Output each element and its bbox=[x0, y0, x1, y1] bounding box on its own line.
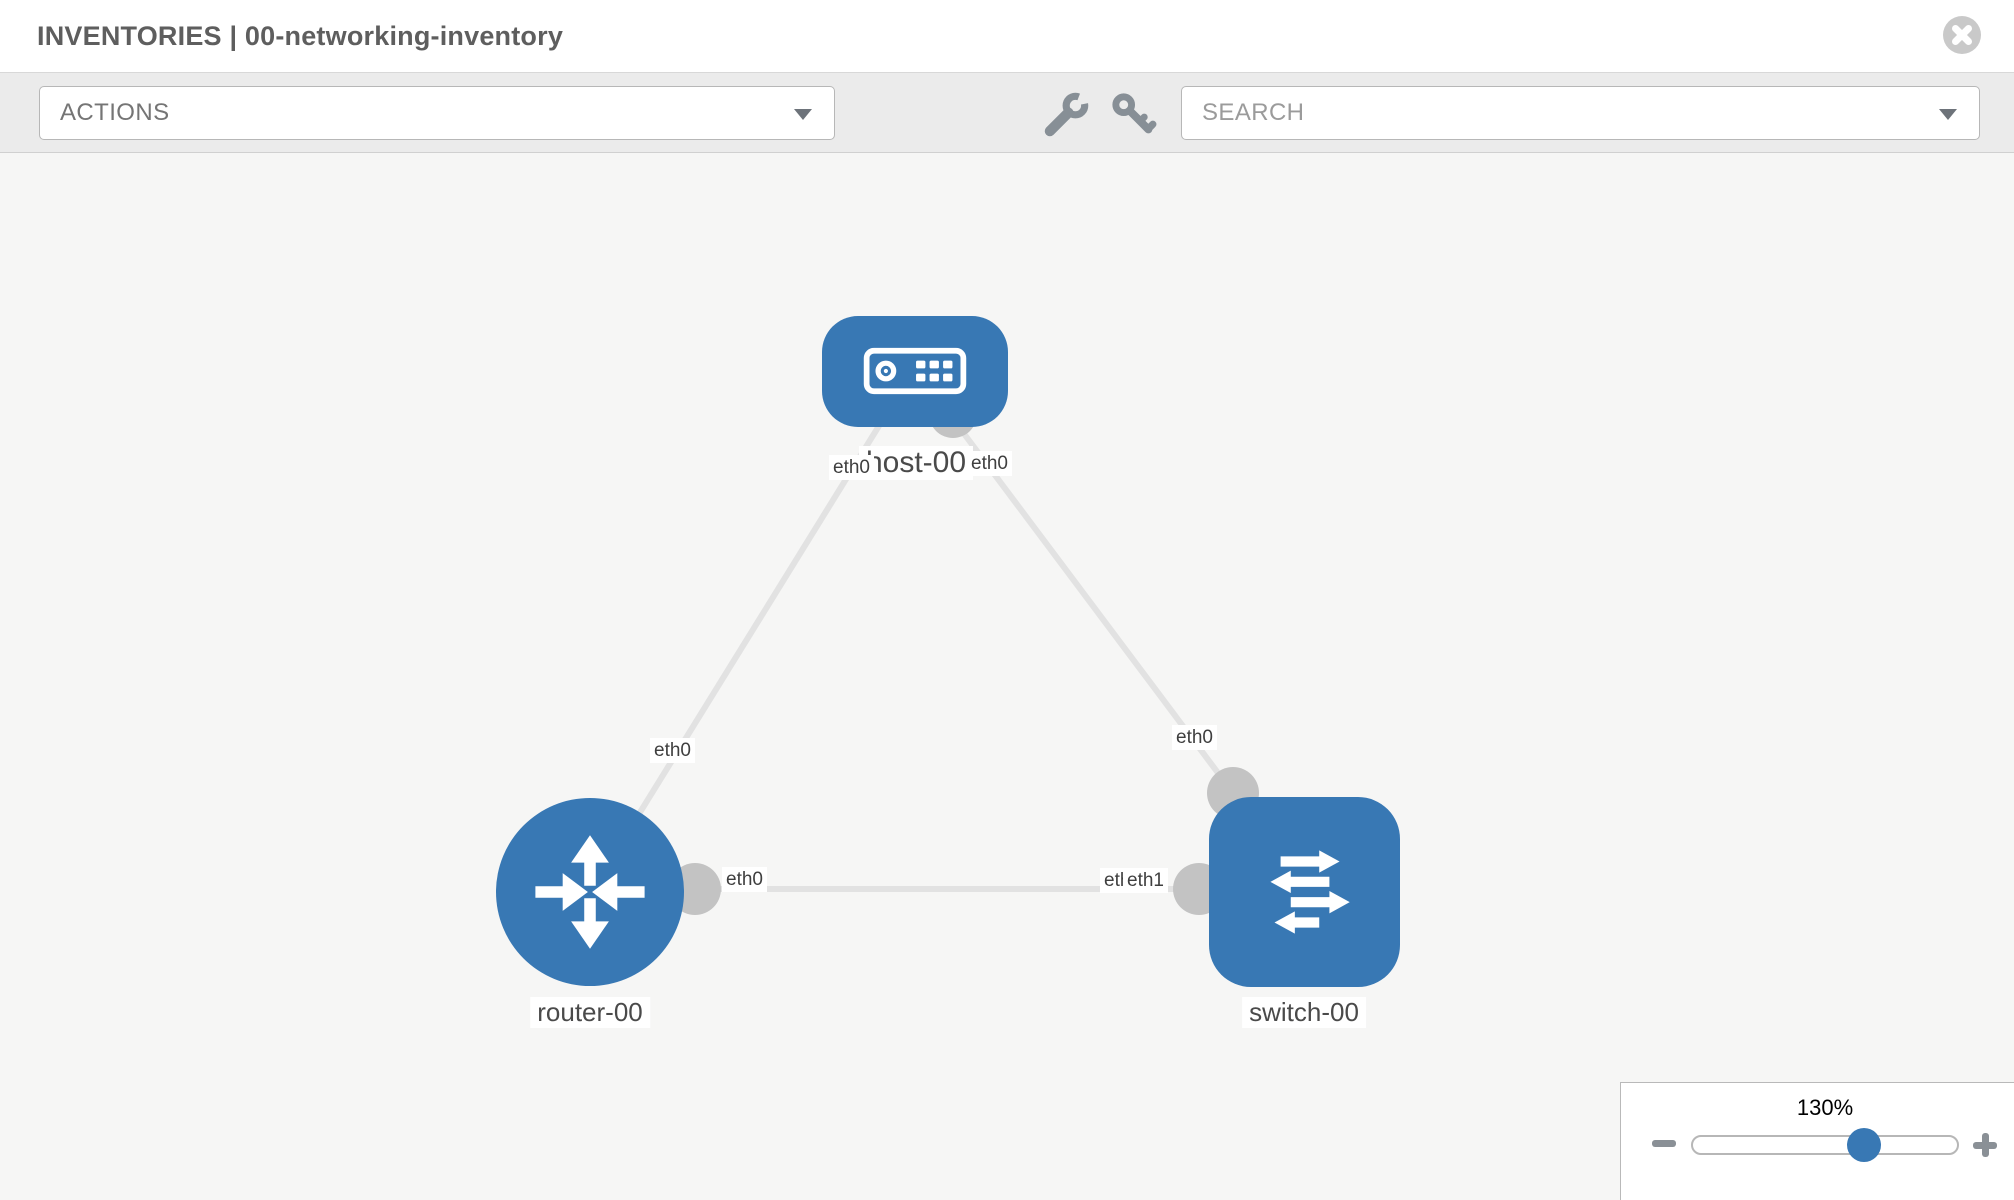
iface-label-host-to-router: eth0 bbox=[829, 455, 874, 480]
titlebar: INVENTORIES | 00-networking-inventory bbox=[0, 0, 2014, 72]
search-dropdown-label: SEARCH bbox=[1202, 99, 1305, 126]
chevron-down-icon bbox=[1939, 109, 1957, 120]
key-icon bbox=[1112, 93, 1157, 134]
iface-label-switch-to-router: eth1 bbox=[1123, 868, 1168, 893]
router-icon bbox=[535, 835, 645, 949]
key-button[interactable] bbox=[1110, 91, 1158, 139]
node-host-00[interactable] bbox=[822, 316, 1008, 427]
zoom-panel: 130% bbox=[1620, 1082, 2014, 1200]
node-router-00[interactable] bbox=[496, 798, 684, 986]
close-icon bbox=[1952, 25, 1972, 45]
topology-canvas[interactable]: host-00 router-00 switch-00 eth0 eth0 et… bbox=[0, 153, 2014, 1200]
zoom-slider[interactable] bbox=[1691, 1135, 1959, 1155]
iface-label-host-to-switch: eth0 bbox=[967, 451, 1012, 476]
search-dropdown[interactable]: SEARCH bbox=[1181, 86, 1980, 140]
iface-label-switch-to-host: eth0 bbox=[1172, 725, 1217, 750]
link-host-router[interactable] bbox=[589, 406, 893, 892]
chevron-down-icon bbox=[794, 109, 812, 120]
actions-dropdown-label: ACTIONS bbox=[60, 99, 170, 126]
zoom-in-button[interactable] bbox=[1973, 1133, 1997, 1157]
node-label-switch-00: switch-00 bbox=[1242, 997, 1366, 1028]
switch-icon bbox=[1270, 850, 1350, 934]
toolbar: ACTIONS SEARCH bbox=[0, 72, 2014, 153]
node-label-router-00: router-00 bbox=[530, 997, 650, 1028]
node-switch-00[interactable] bbox=[1209, 797, 1400, 987]
host-icon bbox=[863, 347, 967, 395]
page-title: INVENTORIES | 00-networking-inventory bbox=[37, 21, 564, 51]
zoom-level: 130% bbox=[1796, 1095, 1854, 1120]
topology-links bbox=[589, 406, 1236, 892]
node-label-host-00: host-00 bbox=[858, 446, 974, 480]
zoom-slider-handle[interactable] bbox=[1847, 1128, 1881, 1162]
plus-icon bbox=[1981, 1133, 1989, 1157]
close-button[interactable] bbox=[1943, 16, 1981, 54]
iface-label-router-to-host: eth0 bbox=[650, 738, 695, 763]
zoom-out-button[interactable] bbox=[1652, 1140, 1676, 1147]
actions-dropdown[interactable]: ACTIONS bbox=[39, 86, 835, 140]
iface-label-router-to-switch: eth0 bbox=[722, 867, 767, 892]
wrench-icon bbox=[1044, 87, 1094, 137]
wrench-button[interactable] bbox=[1042, 87, 1094, 139]
